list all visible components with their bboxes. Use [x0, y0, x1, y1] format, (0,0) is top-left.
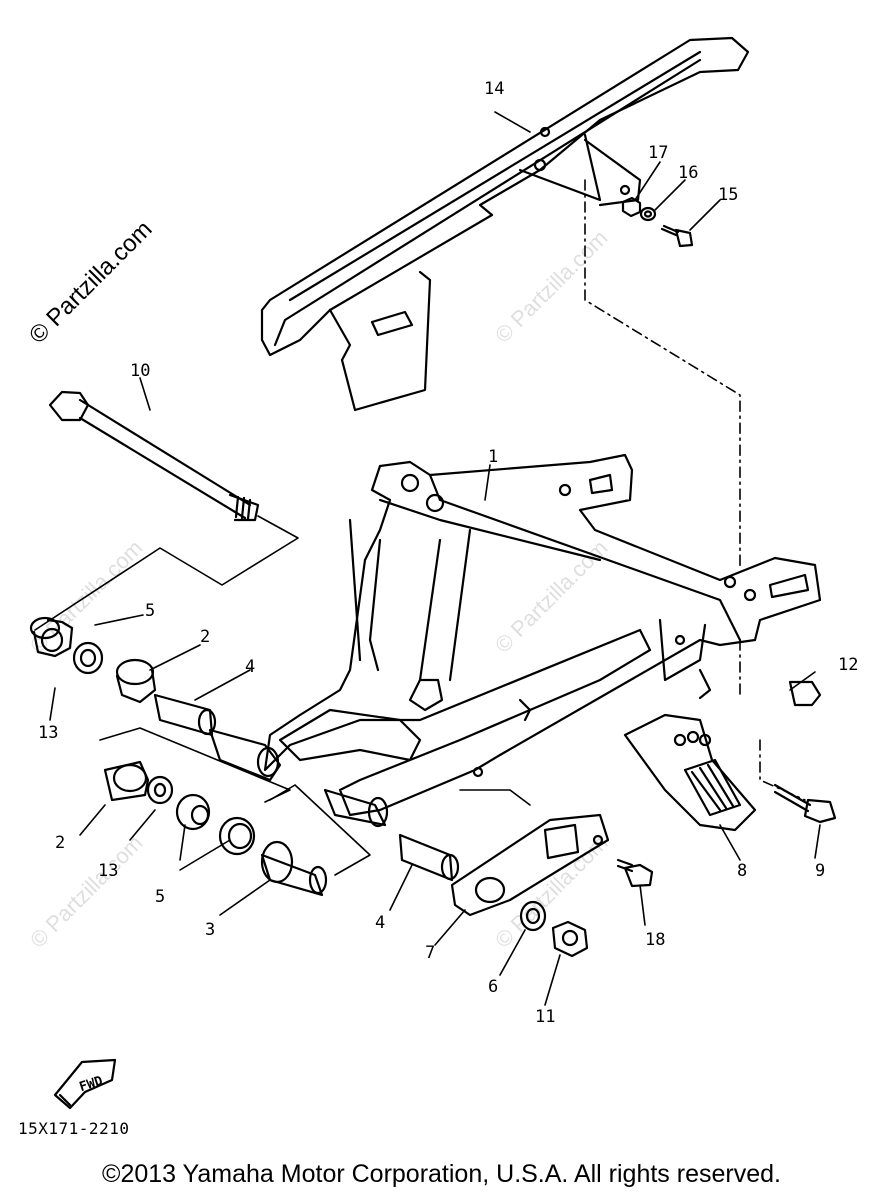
- diagram-code: 15X171-2210: [18, 1119, 130, 1138]
- chain-case: [260, 36, 750, 412]
- part-label-13b: 13: [98, 861, 118, 881]
- copyright-notice: ©2013 Yamaha Motor Corporation, U.S.A. A…: [102, 1160, 781, 1188]
- part-label-2a: 2: [200, 627, 210, 647]
- chain-guide: [623, 713, 757, 832]
- bolt-9: [773, 783, 837, 824]
- part-label-4b: 4: [375, 913, 385, 933]
- part-label-13a: 13: [38, 723, 58, 743]
- pivot-shaft: [48, 390, 260, 522]
- bolt-18: [616, 858, 654, 888]
- part-label-11: 11: [535, 1007, 555, 1027]
- bolt-12: [788, 680, 822, 707]
- part-labels: 14 17 16 15 10 1 5 2 4 13 2 13 5 3 4 7 6…: [38, 79, 858, 1095]
- part-label-8: 8: [737, 861, 747, 881]
- leader-lines: [584, 179, 806, 801]
- part-label-10: 10: [130, 361, 150, 381]
- bushing-set-lower: [103, 760, 460, 897]
- part-label-9: 9: [815, 861, 825, 881]
- screw-set: [621, 196, 694, 248]
- part-label-2b: 2: [55, 833, 65, 853]
- part-label-6: 6: [488, 977, 498, 997]
- part-label-4a: 4: [245, 657, 255, 677]
- part-label-1: 1: [488, 447, 498, 467]
- washer-6: [519, 900, 547, 932]
- part-label-18: 18: [645, 930, 665, 950]
- part-label-17: 17: [648, 143, 668, 163]
- label-leaders: [49, 111, 821, 1006]
- fwd-label: FWD: [78, 1074, 105, 1096]
- swingarm: [263, 453, 822, 817]
- part-label-7: 7: [425, 943, 435, 963]
- fwd-arrow-icon: [53, 1058, 117, 1110]
- part-label-5a: 5: [145, 601, 155, 621]
- outline-boxes: [34, 515, 531, 876]
- nut-11: [551, 920, 589, 958]
- part-label-16: 16: [678, 163, 698, 183]
- part-label-3: 3: [205, 920, 215, 940]
- part-label-14: 14: [484, 79, 504, 99]
- adjuster-plate: [450, 813, 610, 917]
- bushing-set-left: [29, 616, 282, 782]
- part-label-12: 12: [838, 655, 858, 675]
- part-label-5b: 5: [155, 887, 165, 907]
- part-label-15: 15: [718, 185, 738, 205]
